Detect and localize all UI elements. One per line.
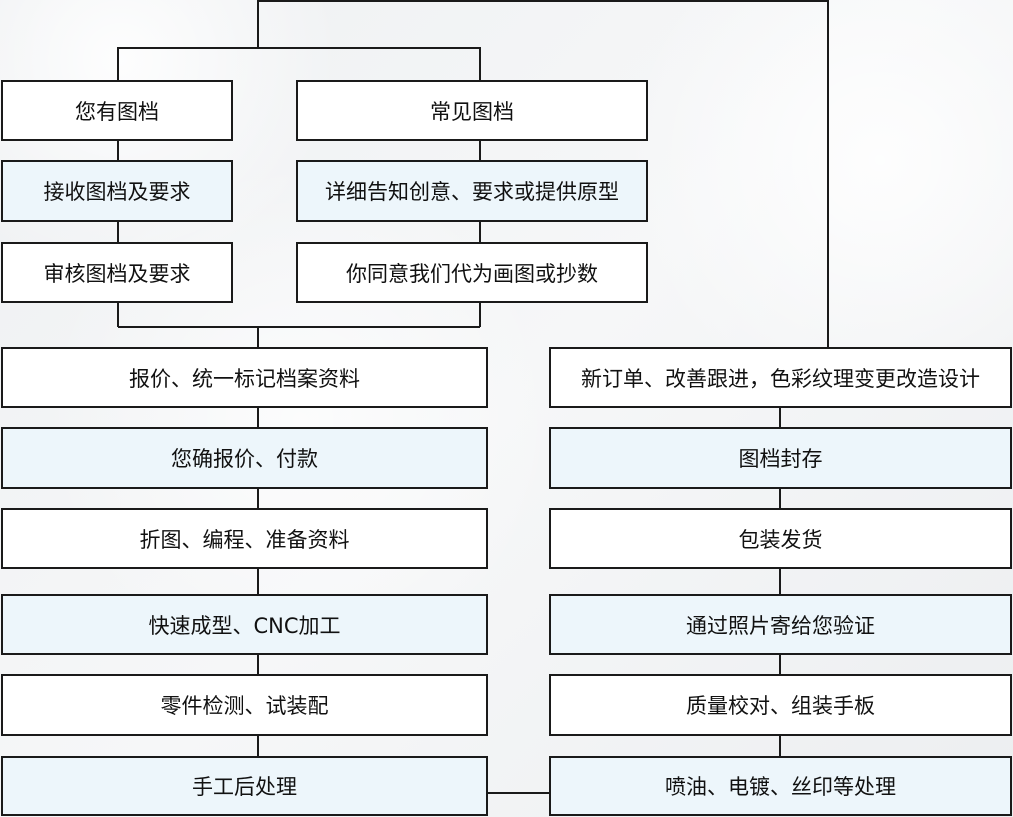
step-rapid-prototyping: 快速成型、CNC加工: [1, 594, 488, 655]
step-label: 质量校对、组装手板: [686, 694, 875, 718]
branch-split-connector: [117, 47, 481, 80]
step-label: 审核图档及要求: [43, 261, 191, 286]
merge-connector: [118, 326, 480, 347]
step-label: 报价、统一标记档案资料: [129, 366, 360, 391]
step-describe-requirements: 详细告知创意、要求或提供原型: [296, 160, 648, 222]
step-confirm-payment: 您确报价、付款: [1, 427, 488, 489]
step-receive-drawings: 接收图档及要求: [1, 160, 233, 222]
step-label: 常见图档: [430, 99, 514, 124]
step-label: 快速成型、CNC加工: [148, 613, 341, 638]
step-archive-drawings: 图档封存: [549, 427, 1012, 489]
step-programming-prep: 折图、编程、准备资料: [1, 508, 488, 569]
step-label: 详细告知创意、要求或提供原型: [325, 180, 619, 204]
step-label: 图档封存: [738, 447, 823, 471]
step-photo-verification: 通过照片寄给您验证: [549, 594, 1012, 655]
step-label: 折图、编程、准备资料: [139, 527, 350, 552]
step-label: 零件检测、试装配: [160, 694, 329, 718]
step-manual-finishing: 手工后处理: [1, 756, 488, 816]
step-label: 喷油、电镀、丝印等处理: [665, 775, 896, 799]
step-label: 您确报价、付款: [171, 447, 318, 471]
step-label: 您有图档: [75, 99, 159, 124]
step-review-drawings: 审核图档及要求: [1, 242, 233, 303]
loop-connector: [257, 0, 829, 348]
step-surface-treatment: 喷油、电镀、丝印等处理: [549, 756, 1012, 816]
step-inspection-assembly: 零件检测、试装配: [1, 674, 488, 736]
step-you-have-drawings: 您有图档: [1, 80, 233, 141]
step-label: 接收图档及要求: [43, 180, 191, 204]
step-label: 手工后处理: [192, 775, 297, 799]
step-quote-archive: 报价、统一标记档案资料: [1, 347, 488, 408]
step-common-drawings: 常见图档: [296, 80, 648, 141]
step-label: 你同意我们代为画图或抄数: [346, 261, 598, 286]
step-label: 包装发货: [738, 527, 823, 552]
step-label: 通过照片寄给您验证: [686, 613, 875, 638]
step-quality-assembly: 质量校对、组装手板: [549, 674, 1012, 736]
step-agree-drawing-service: 你同意我们代为画图或抄数: [296, 242, 648, 303]
step-label: 新订单、改善跟进，色彩纹理变更改造设计: [581, 366, 980, 391]
step-packing-shipping: 包装发货: [549, 508, 1012, 569]
step-new-order-redesign: 新订单、改善跟进，色彩纹理变更改造设计: [549, 347, 1012, 408]
